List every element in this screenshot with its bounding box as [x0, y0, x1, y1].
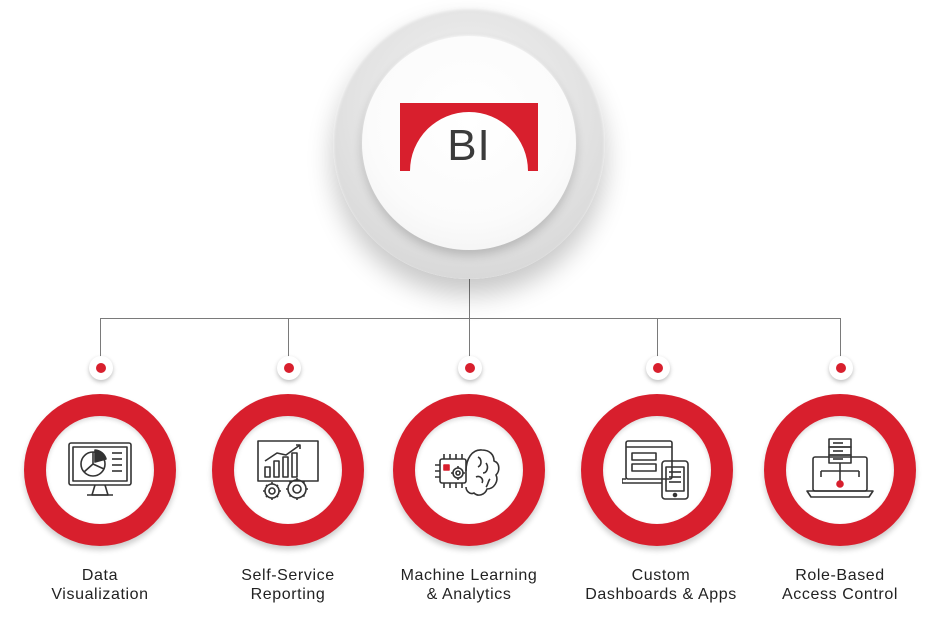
connector-dot — [646, 356, 670, 380]
feature-node-custom-dashboards — [581, 394, 733, 546]
bi-logo-text: BI — [447, 121, 491, 170]
label-line1: Machine Learning — [400, 567, 538, 584]
feature-label-custom-dashboards: Custom Dashboards & Apps — [566, 566, 756, 604]
feature-node-data-visualization — [24, 394, 176, 546]
connector-dot — [458, 356, 482, 380]
label-line1: Custom — [631, 567, 691, 584]
bi-logo-icon — [400, 103, 538, 171]
monitor-pie-chart-icon — [68, 442, 132, 496]
dashboard-devices-icon — [622, 440, 689, 500]
label-line1: Self-Service — [241, 567, 335, 584]
feature-label-role-based-access: Role-Based Access Control — [745, 566, 935, 604]
label-line1: Role-Based — [795, 567, 885, 584]
server-laptop-icon — [806, 438, 874, 498]
feature-node-machine-learning — [393, 394, 545, 546]
label-line1: Data — [81, 567, 119, 584]
connector-dot — [89, 356, 113, 380]
hub-inner-circle — [362, 36, 576, 250]
chip-brain-icon — [435, 449, 500, 496]
feature-node-self-service-reporting — [212, 394, 364, 546]
label-line2: Dashboards & Apps — [585, 586, 737, 603]
feature-label-machine-learning: Machine Learning & Analytics — [374, 566, 564, 604]
connector-dot — [277, 356, 301, 380]
label-line2: Reporting — [250, 586, 326, 603]
feature-label-data-visualization: Data Visualization — [5, 566, 195, 604]
label-line2: & Analytics — [426, 586, 512, 603]
report-gears-icon — [257, 440, 319, 500]
label-line2: Visualization — [51, 586, 149, 603]
label-line2: Access Control — [782, 586, 898, 603]
feature-label-self-service-reporting: Self-Service Reporting — [193, 566, 383, 604]
feature-node-role-based-access — [764, 394, 916, 546]
connector-dot — [829, 356, 853, 380]
